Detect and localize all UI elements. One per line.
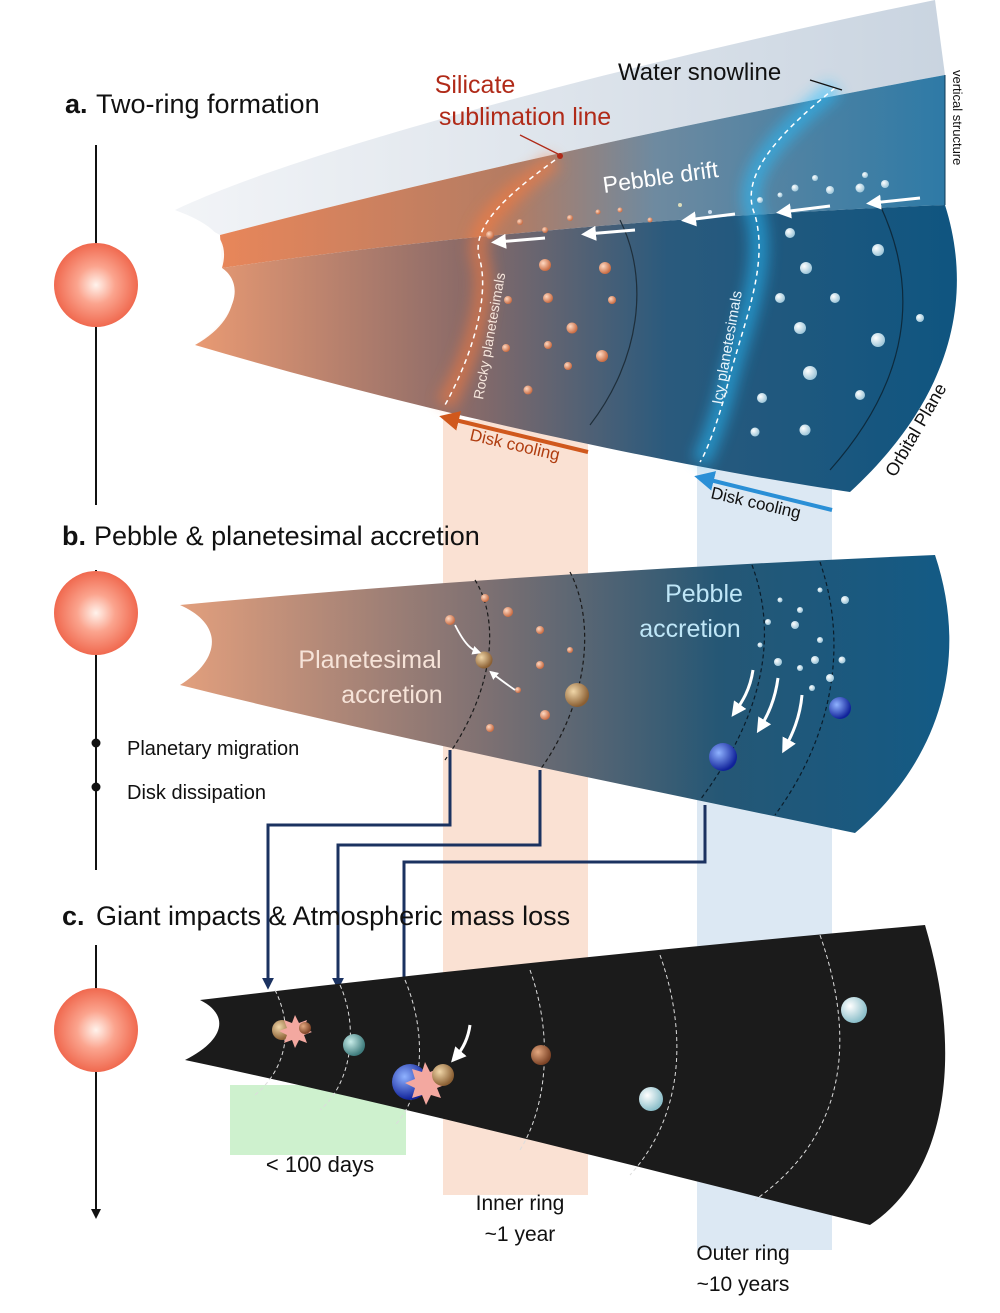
vertical-structure-label: vertical structure	[950, 70, 965, 165]
silicate-pointer-dot	[557, 153, 563, 159]
migration-connectors	[262, 750, 707, 990]
panel-c-disk	[185, 925, 946, 1225]
inner-ring-period: ~1 year	[485, 1223, 556, 1246]
teal-planet	[343, 1034, 365, 1056]
star-icon	[54, 571, 138, 655]
inner-ring-label: Inner ring	[476, 1192, 565, 1215]
star-icon	[54, 243, 138, 327]
outer-ring-planet	[639, 1087, 663, 1111]
pebble-accretion-label: Pebble	[665, 580, 743, 608]
outer-ring-period: ~10 years	[697, 1273, 790, 1296]
water-snowline-label: Water snowline	[618, 59, 781, 86]
planetesimal-accretion-label: accretion	[341, 681, 442, 709]
panel-c-letter: c.	[62, 901, 85, 931]
rocky-protoplanet	[565, 683, 589, 707]
silicate-label: Silicate	[435, 71, 516, 99]
panel-a-title: Two-ring formation	[96, 89, 320, 119]
icy-protoplanet	[709, 743, 737, 771]
panel-c-planets	[272, 997, 867, 1111]
pebble-drift-arrows	[491, 194, 921, 249]
inner-ring-planet	[531, 1045, 551, 1065]
silicate-pointer	[519, 134, 561, 156]
timeline-event-migration: Planetary migration	[127, 738, 299, 760]
outer-ring-label: Outer ring	[696, 1242, 789, 1265]
close-in-label: < 100 days	[266, 1152, 374, 1177]
timeline-event-dot	[91, 738, 101, 748]
panel-a-pebbles	[486, 172, 924, 437]
panel-b-bodies	[445, 587, 851, 771]
star-icon	[54, 988, 138, 1072]
disk-cooling-outer-arrow	[694, 471, 833, 512]
panel-b-title: Pebble & planetesimal accretion	[94, 521, 480, 551]
planetesimal-accretion-label: Planetesimal	[298, 646, 441, 674]
timeline-event-dot	[91, 782, 101, 792]
disk-cooling-inner-arrow	[439, 411, 589, 454]
pebble-accretion-label: accretion	[639, 615, 740, 643]
planetesimal-accretion-body	[475, 651, 493, 669]
outer-ring-planet	[841, 997, 867, 1023]
panel-a-letter: a.	[65, 89, 88, 119]
icy-protoplanet	[829, 697, 851, 719]
timeline-event-dissipation: Disk dissipation	[127, 782, 266, 804]
panel-b-letter: b.	[62, 521, 86, 551]
silicate-label: sublimation line	[439, 103, 611, 131]
panel-c-title: Giant impacts & Atmospheric mass loss	[96, 901, 570, 931]
panel-a-disk	[175, 0, 957, 492]
snowline-pointer	[809, 79, 843, 91]
